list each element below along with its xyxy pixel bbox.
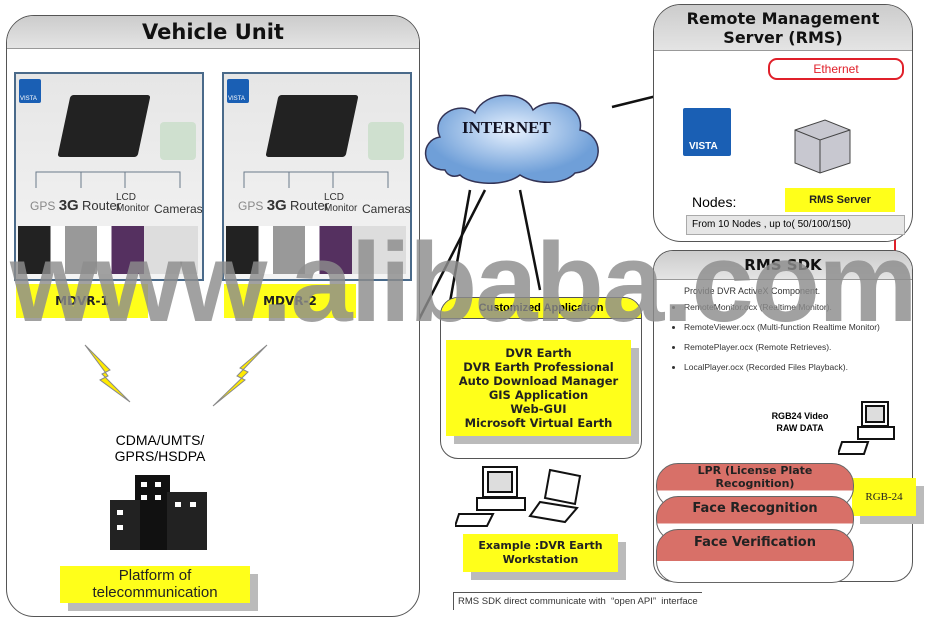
raw-data-label: RGB24 Video RAW DATA	[755, 410, 845, 434]
vista-logo: VISTA	[683, 108, 731, 156]
app-item: GIS Application	[488, 388, 589, 402]
app-item: DVR Earth Professional	[463, 360, 614, 374]
lightning-icon	[212, 344, 268, 407]
mdvr-2-label: MDVR-2	[224, 284, 356, 318]
desktop-computer-icon	[838, 401, 895, 455]
laptop-icon	[528, 468, 582, 524]
desktop-computer-icon	[455, 466, 526, 527]
component-tree-lines	[35, 171, 389, 188]
sdk-item: RemoteViewer.ocx (Multi-function Realtim…	[684, 322, 912, 332]
rgb24-label: RGB-24	[852, 478, 916, 516]
vista-logo: VISTA	[19, 79, 41, 103]
sdk-intro: Provide DVR ActiveX Component.	[684, 286, 821, 296]
sdk-item: LocalPlayer.ocx (Recorded Files Playback…	[684, 362, 912, 372]
workstation-label: Example :DVR Earth Workstation	[463, 534, 618, 572]
rms-server-label: RMS Server	[785, 188, 895, 212]
camera-image	[160, 122, 196, 160]
ethernet-bar: Ethernet	[768, 58, 904, 80]
vista-logo: VISTA	[227, 79, 249, 103]
server-icon	[794, 119, 851, 174]
platform-label: Platform of telecommunication	[60, 566, 250, 603]
camera-image	[368, 122, 404, 160]
internet-label: INTERNET	[462, 118, 551, 137]
cameras-label: Cameras	[362, 202, 411, 216]
workstation-icons	[455, 466, 582, 527]
internet-cloud-icon	[424, 94, 599, 184]
lightning-icon	[84, 344, 131, 403]
component-labels-1: GPS 3G Router	[30, 197, 122, 214]
accessories-image	[18, 226, 198, 274]
app-item: DVR Earth	[505, 346, 572, 360]
nodes-value: From 10 Nodes , up to( 50/100/150)	[686, 215, 905, 235]
app-item: Web-GUI	[510, 402, 567, 416]
nodes-label: Nodes:	[692, 194, 737, 210]
watermark: www.alibaba.com	[10, 220, 918, 345]
app-item: Microsoft Virtual Earth	[464, 416, 613, 430]
sdk-item: RemoteMonitor.ocx (Realtime Monitor).	[684, 302, 912, 312]
building-icon	[110, 475, 207, 550]
mdvr-1-label: MDVR-1	[16, 284, 148, 318]
rms-title: Remote Management Server (RMS)	[654, 5, 912, 51]
accessories-image	[226, 226, 406, 274]
component-labels-2: GPS 3G Router	[238, 197, 330, 214]
vehicle-unit-title: Vehicle Unit	[7, 16, 419, 49]
custom-app-title: Customized Application	[441, 298, 641, 319]
app-item: Auto Download Manager	[458, 374, 619, 388]
sdk-item: RemotePlayer.ocx (Remote Retrieves).	[684, 342, 912, 352]
face-verification-module: Face Verification	[656, 529, 854, 583]
cameras-label: Cameras	[154, 202, 203, 216]
sdk-title: RMS SDK	[654, 251, 912, 280]
footnote: RMS SDK direct communicate with “open AP…	[453, 592, 702, 610]
custom-app-list: DVR Earth DVR Earth Professional Auto Do…	[446, 340, 631, 436]
network-types: CDMA/UMTS/ GPRS/HSDPA	[114, 432, 206, 464]
sdk-list: RemoteMonitor.ocx (Realtime Monitor). Re…	[654, 302, 912, 372]
